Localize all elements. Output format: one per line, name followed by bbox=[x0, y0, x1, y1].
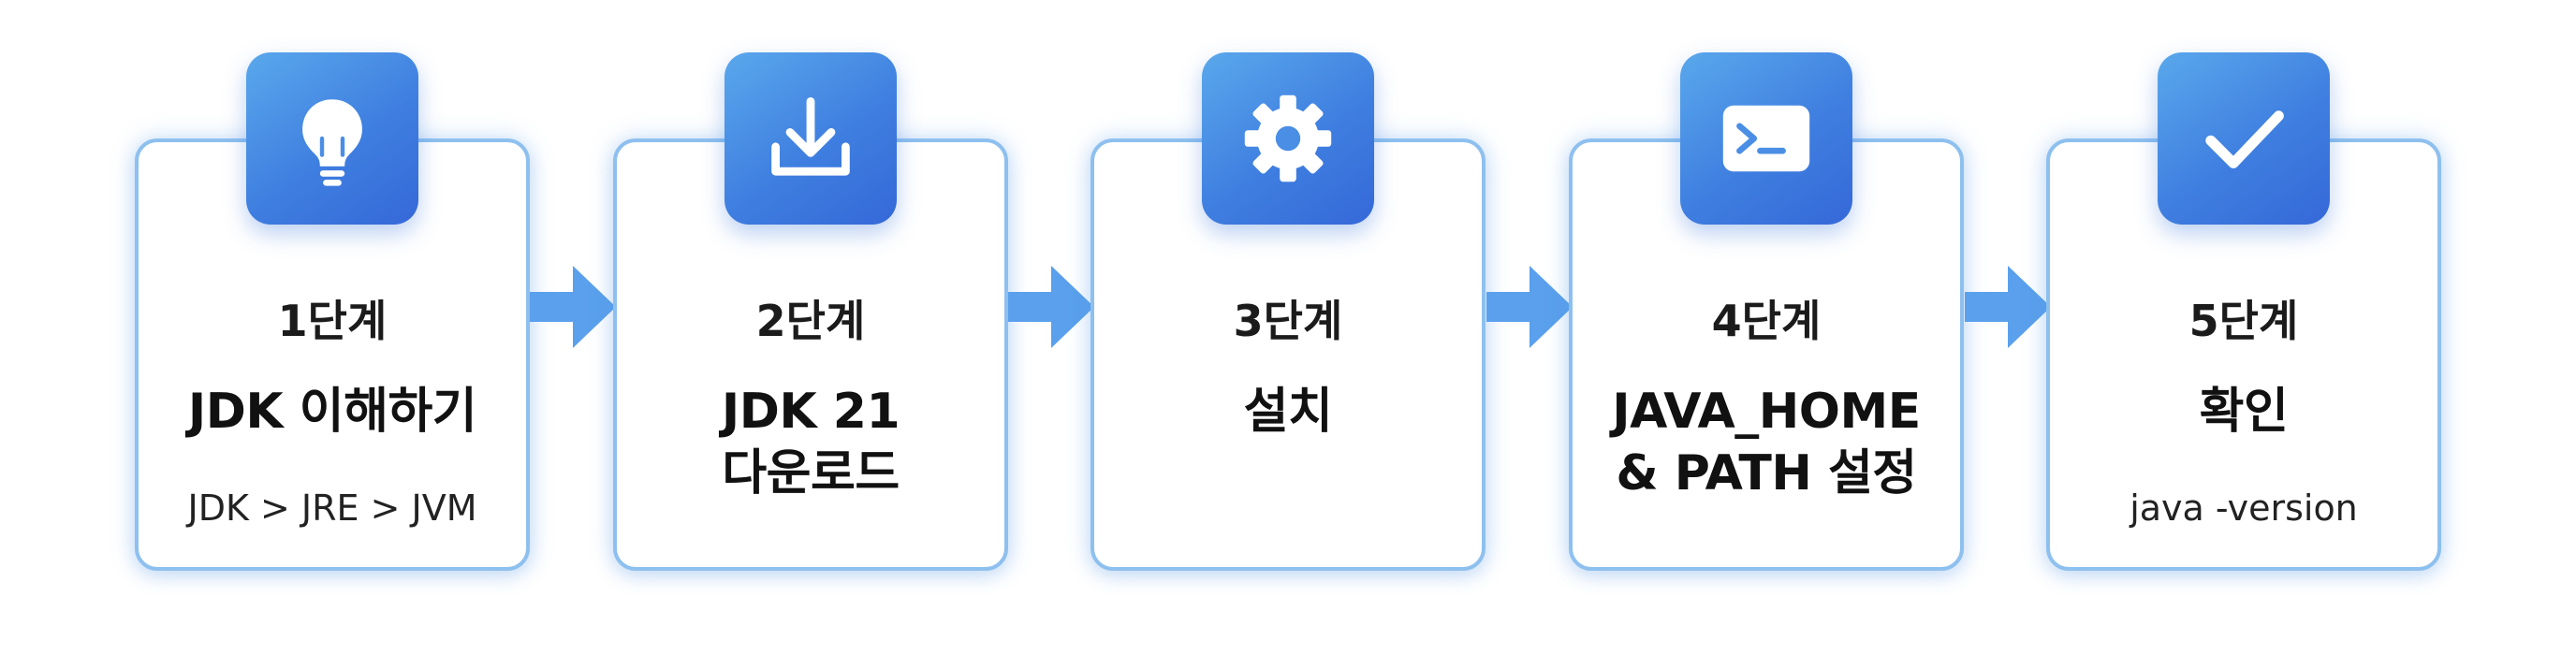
arrow-right-icon bbox=[1486, 266, 1573, 348]
arrow-right-icon bbox=[1008, 266, 1094, 348]
step-title-line: 설치 bbox=[1243, 384, 1333, 440]
step-title: JDK 21 다운로드 bbox=[617, 381, 1004, 504]
checkmark-icon bbox=[2158, 52, 2330, 225]
gear-icon bbox=[1202, 52, 1374, 225]
arrow-right-icon bbox=[530, 266, 616, 348]
step-title-line: JDK 21 bbox=[721, 384, 900, 440]
step-label: 3단계 bbox=[1233, 296, 1343, 346]
step-label: 2단계 bbox=[755, 296, 866, 346]
step-title-line: 확인 bbox=[2199, 384, 2289, 440]
step-label: 1단계 bbox=[277, 296, 388, 346]
download-icon bbox=[724, 52, 897, 225]
step-card-3: 3단계 설치 bbox=[1090, 138, 1486, 571]
step-title: 설치 bbox=[1094, 381, 1482, 443]
step-title-line: 다운로드 bbox=[722, 445, 900, 502]
step-title-line: JDK 이해하기 bbox=[187, 384, 477, 440]
step-title: JAVA_HOME & PATH 설정 bbox=[1573, 381, 1960, 504]
terminal-icon bbox=[1680, 52, 1852, 225]
step-title-line: JAVA_HOME bbox=[1612, 384, 1921, 440]
step-subtitle: JDK > JRE > JVM bbox=[187, 487, 477, 529]
step-subtitle: java -version bbox=[2130, 487, 2358, 529]
step-label: 5단계 bbox=[2188, 296, 2299, 346]
lightbulb-icon bbox=[246, 52, 418, 225]
step-title: 확인 bbox=[2050, 381, 2437, 443]
step-title-line: & PATH 설정 bbox=[1616, 445, 1917, 502]
arrow-right-icon bbox=[1965, 266, 2051, 348]
step-label: 4단계 bbox=[1711, 296, 1822, 346]
step-title: JDK 이해하기 bbox=[139, 381, 526, 443]
